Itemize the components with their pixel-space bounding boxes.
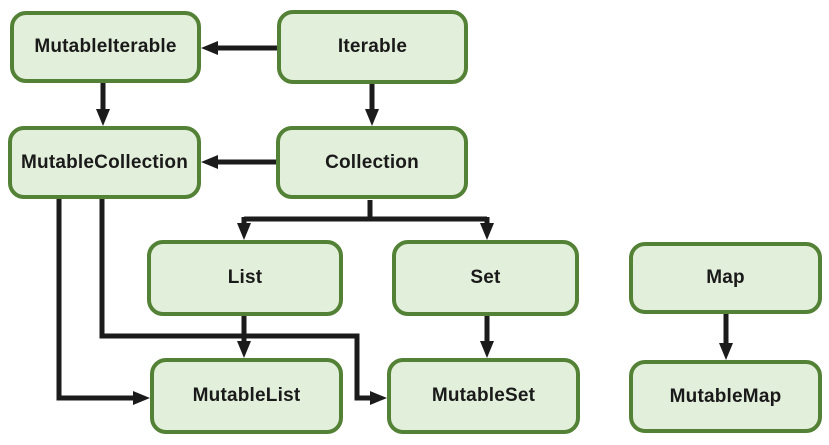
node-label: MutableMap <box>669 385 782 407</box>
node-label: Map <box>706 267 745 288</box>
node-label: Collection <box>325 151 419 173</box>
arrowhead-down-icon <box>719 343 733 360</box>
node-label: Set <box>470 267 501 288</box>
node-label: MutableIterable <box>34 36 177 57</box>
arrowhead-down-icon <box>96 109 110 126</box>
node-label: Iterable <box>337 36 408 57</box>
arrowhead-down-icon <box>480 223 494 240</box>
node-list: List <box>147 240 343 316</box>
node-mutable-set: MutableSet <box>387 358 580 434</box>
arrowhead-down-icon <box>480 341 494 358</box>
node-mutable-list: MutableList <box>150 358 343 434</box>
node-set: Set <box>392 240 579 316</box>
edge-collection-branch <box>241 200 490 226</box>
node-label: MutableSet <box>431 385 536 406</box>
arrowhead-left-icon <box>201 41 218 55</box>
arrowhead-right-icon <box>133 391 150 405</box>
arrowhead-down-icon <box>365 109 379 126</box>
edge-mutablecollection-to-mutablelist <box>56 199 133 401</box>
node-label: MutableList <box>192 385 301 406</box>
node-mutable-collection: MutableCollection <box>8 126 201 199</box>
edge-mutablecollection-to-mutableset <box>99 199 372 401</box>
node-mutable-iterable: MutableIterable <box>10 11 201 83</box>
arrowhead-down-icon <box>237 223 251 240</box>
node-label: MutableCollection <box>20 151 188 173</box>
arrowhead-down-icon <box>237 341 251 358</box>
arrowhead-left-icon <box>201 155 218 169</box>
node-map: Map <box>629 242 822 314</box>
arrowhead-right-icon <box>370 391 387 405</box>
node-collection: Collection <box>276 126 468 199</box>
node-label: List <box>227 267 263 288</box>
node-mutable-map: MutableMap <box>629 360 822 433</box>
node-iterable: Iterable <box>277 10 468 84</box>
